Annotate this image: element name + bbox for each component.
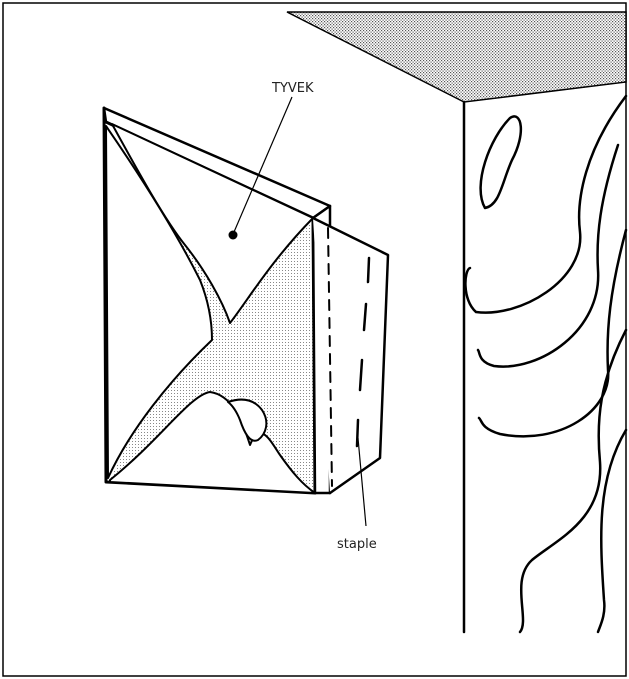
wood-grain-2	[476, 143, 620, 368]
tyvek-package	[102, 106, 390, 495]
tyvek-pointer-dot	[228, 230, 238, 240]
tyvek-flap-bottom	[109, 391, 316, 494]
staple-mark-4	[355, 418, 360, 448]
staple-mark-2	[362, 302, 368, 332]
staple-mark-3	[358, 358, 364, 392]
ceiling-shaded	[286, 11, 627, 103]
wood-grain-knot	[479, 115, 523, 210]
staple-mark-1	[366, 256, 371, 284]
wood-grain-5	[596, 428, 628, 634]
tyvek-flap-left	[105, 125, 213, 479]
staple-leader-line	[357, 437, 367, 527]
wooden-post	[462, 94, 628, 634]
tyvek-curl	[227, 398, 268, 442]
tyvek-wrap-shaded	[110, 124, 315, 490]
wood-grain-1	[464, 94, 628, 314]
seam-dashed-line	[327, 227, 333, 487]
tyvek-label: TYVEK	[271, 81, 314, 96]
wood-grain-4	[518, 328, 628, 634]
tyvek-inner-wrap	[311, 216, 390, 495]
tyvek-leader-line	[233, 96, 293, 233]
staple-label: staple	[337, 537, 377, 552]
wood-grain-3	[477, 228, 628, 438]
